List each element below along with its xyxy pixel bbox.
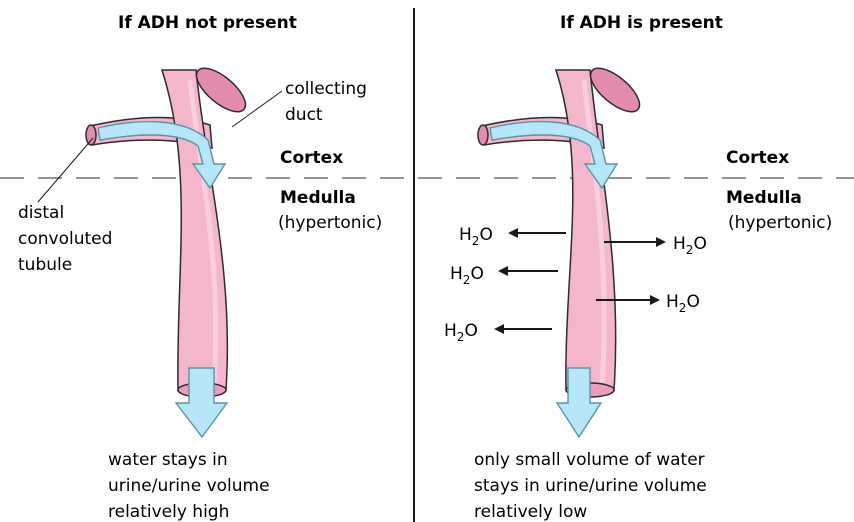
label-hypertonic-left: (hypertonic) [278, 213, 382, 233]
caption-left-line-2: urine/urine volume [108, 476, 270, 496]
label-medulla-right: Medulla [726, 188, 802, 208]
label-collecting: collecting [285, 79, 367, 99]
label-hypertonic-right: (hypertonic) [728, 213, 832, 233]
caption-left-line-3: relatively high [108, 502, 229, 522]
water-label-3: H2O [450, 264, 484, 287]
label-convoluted: convoluted [18, 229, 112, 249]
distal-tubule-opening-left [86, 125, 96, 145]
right-panel: If ADH is present H2O H2O H2O H2O H2O Co… [444, 13, 832, 522]
label-distal: distal [18, 203, 64, 223]
label-duct: duct [285, 105, 323, 125]
left-panel: If ADH not present collecting duct dista… [18, 13, 382, 522]
caption-left-line-1: water stays in [108, 450, 228, 470]
label-cortex-right: Cortex [726, 148, 789, 168]
left-panel-title: If ADH not present [118, 13, 297, 33]
caption-right-line-1: only small volume of water [474, 450, 705, 470]
water-label-1: H2O [459, 225, 493, 248]
label-tubule: tubule [18, 255, 72, 275]
right-panel-title: If ADH is present [560, 13, 723, 33]
water-label-2: H2O [673, 234, 707, 257]
distal-tubule-opening-right [478, 125, 488, 145]
caption-right-line-2: stays in urine/urine volume [474, 476, 707, 496]
label-medulla-left: Medulla [280, 188, 356, 208]
water-label-4: H2O [666, 292, 700, 315]
label-cortex-left: Cortex [280, 148, 343, 168]
leader-distal-tubule [38, 138, 93, 202]
caption-right-line-3: relatively low [474, 502, 587, 522]
water-label-5: H2O [444, 321, 478, 344]
